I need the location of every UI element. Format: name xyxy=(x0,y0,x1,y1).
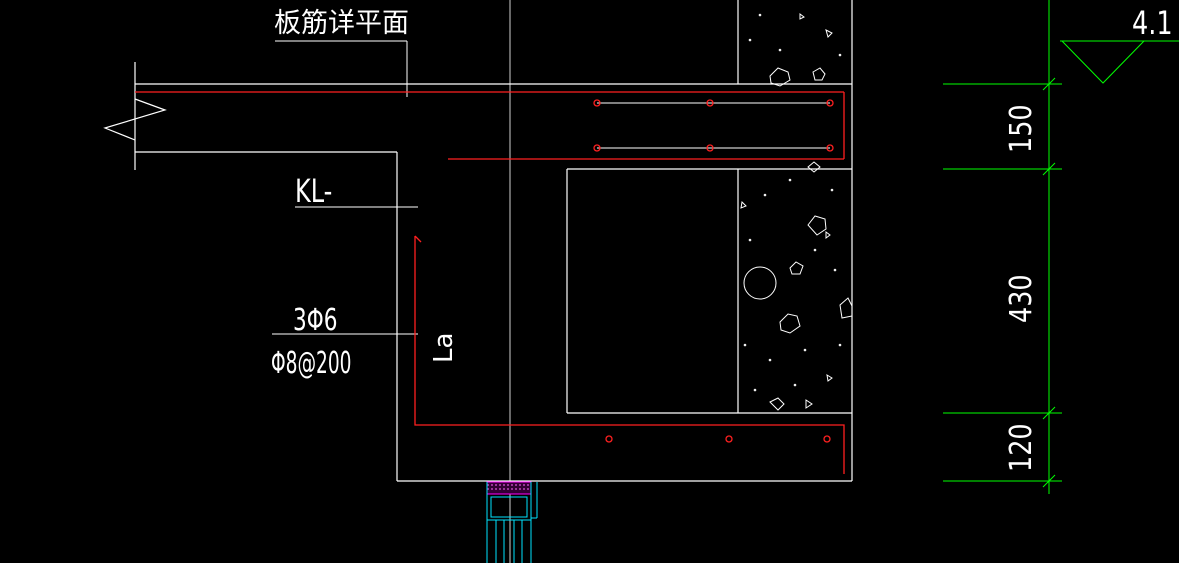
recess-outline xyxy=(566,168,852,414)
rebar-dot xyxy=(823,435,831,443)
rebar-lines xyxy=(135,91,845,474)
rebar-dot xyxy=(725,435,733,443)
slab-detail-title: 板筋详平面 xyxy=(274,8,409,39)
stirrup-spacing-label: Φ8@200 xyxy=(271,345,352,380)
rebar-dot xyxy=(826,144,834,152)
rebar-dot xyxy=(826,99,834,107)
top-bars xyxy=(597,102,830,149)
rebar-dot xyxy=(706,99,714,107)
dimension-150: 150 xyxy=(1003,104,1039,153)
dimension-120: 120 xyxy=(1003,423,1039,472)
stirrup-count-label: 3Φ6 xyxy=(293,304,337,338)
rebar-dot xyxy=(593,99,601,107)
dimension-430: 430 xyxy=(1003,274,1039,323)
rebar-dot xyxy=(706,144,714,152)
dimension-lines xyxy=(943,0,1179,494)
rebar-dot xyxy=(605,435,613,443)
label-leaders xyxy=(272,40,418,335)
beam-label: KL- xyxy=(295,173,332,210)
concrete-hatch xyxy=(740,13,853,411)
elevation-label: 4.1 xyxy=(1132,4,1173,42)
rebar-dots xyxy=(593,99,834,443)
rebar-dot xyxy=(593,144,601,152)
anchorage-label: La xyxy=(429,333,459,363)
window-frame xyxy=(486,481,538,563)
slab-outline xyxy=(103,0,853,482)
